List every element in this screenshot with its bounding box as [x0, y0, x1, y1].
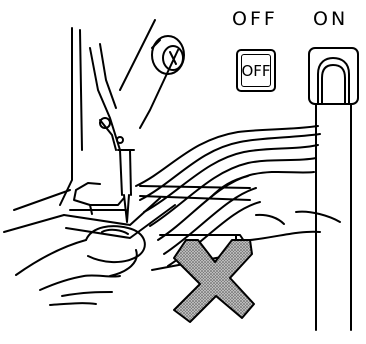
presser-foot — [69, 182, 127, 215]
tension-knob — [151, 35, 185, 75]
off-button: OFF — [236, 49, 276, 92]
on-heading: ON — [313, 8, 349, 30]
off-heading: OFF — [232, 8, 278, 30]
on-button — [308, 47, 359, 331]
off-button-inner — [241, 54, 271, 87]
off-button-label: OFF — [241, 61, 271, 80]
finger-pressing-icon — [15, 225, 146, 306]
machine-head — [59, 19, 179, 206]
needle-bar — [117, 149, 135, 223]
cross-x-icon — [173, 239, 255, 323]
